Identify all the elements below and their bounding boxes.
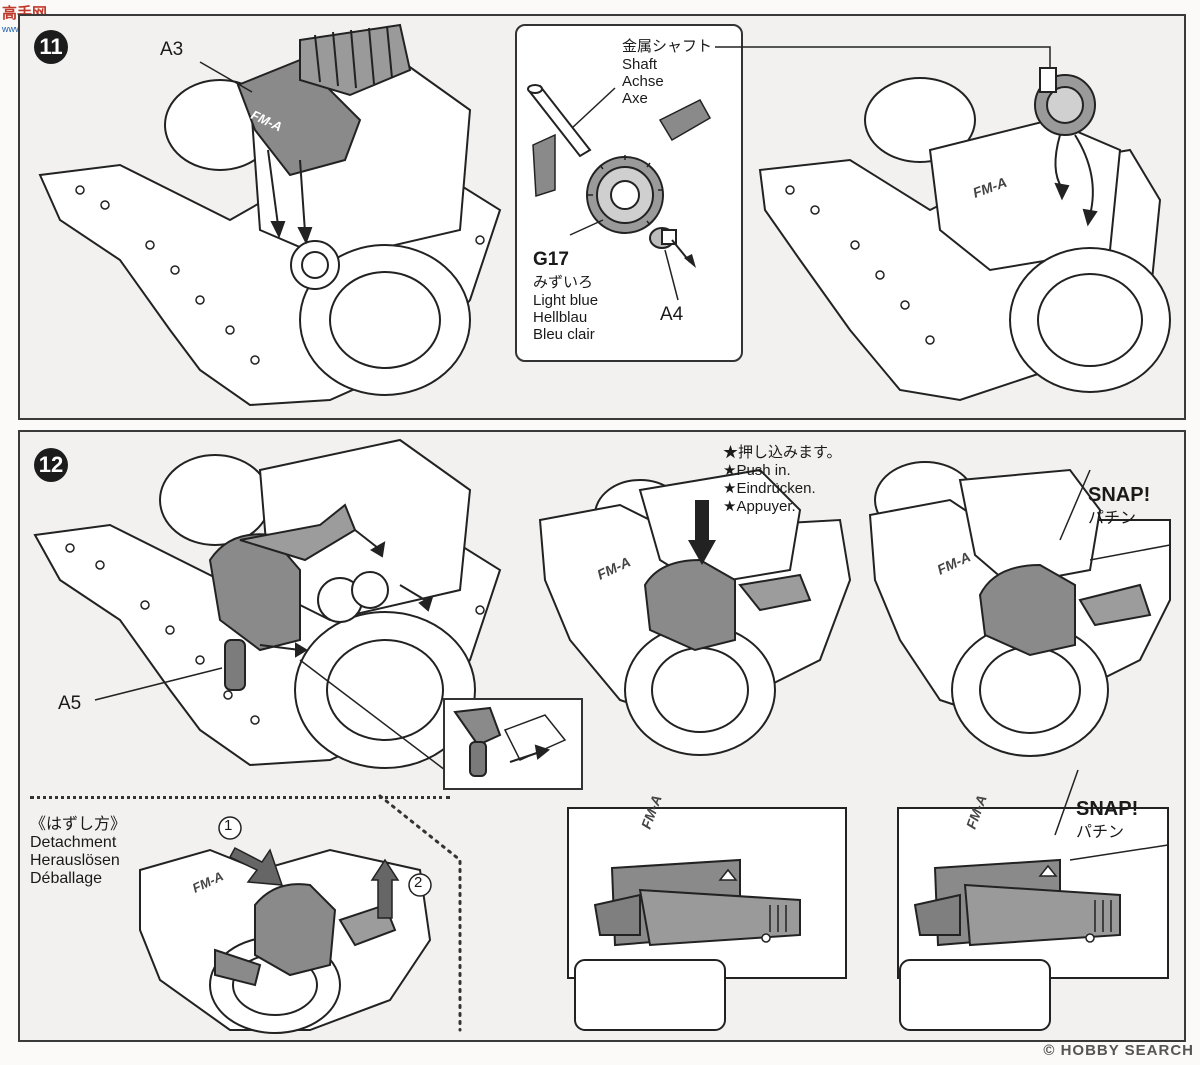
snap-jp-top: パチン: [1088, 510, 1137, 527]
color-label-jp: みずいろ: [533, 274, 594, 291]
part-label-a4: A4: [660, 304, 684, 325]
detail-inset: [443, 698, 583, 790]
watermark-footer: © HOBBY SEARCH: [1043, 1042, 1194, 1059]
detach-label-fr: Déballage: [30, 870, 103, 887]
push-label-en: ★Push in.: [723, 462, 791, 479]
shaft-label-en: Shaft: [622, 56, 658, 73]
step-marker-1: 1: [224, 817, 233, 834]
gear-id-g17: G17: [533, 249, 569, 270]
color-label-fr: Bleu clair: [533, 326, 595, 343]
shaft-label-jp: 金属シャフト: [622, 38, 713, 55]
detach-label-en: Detachment: [30, 834, 117, 851]
color-label-de: Hellblau: [533, 309, 588, 326]
detachment-divider: [30, 796, 450, 1027]
detach-label-jp: 《はずし方》: [30, 816, 127, 833]
snap-jp-bottom: パチン: [1076, 824, 1125, 841]
part-label-a5: A5: [58, 693, 82, 714]
snap-label-bottom: SNAP!: [1076, 798, 1139, 820]
shaft-label-de: Achse: [622, 73, 664, 90]
push-label-fr: ★Appuyer.: [723, 498, 796, 515]
push-label-jp: ★押し込みます。: [723, 444, 842, 461]
step-12-badge: 12: [34, 448, 68, 482]
step-11-badge: 11: [34, 30, 68, 64]
snap-label-top: SNAP!: [1088, 484, 1151, 506]
detach-label-de: Herauslösen: [30, 852, 120, 869]
shaft-label-fr: Axe: [622, 90, 648, 107]
color-label-en: Light blue: [533, 292, 599, 309]
part-label-a3: A3: [160, 39, 184, 60]
push-label-de: ★Eindrücken.: [723, 480, 816, 497]
step-marker-2: 2: [414, 874, 423, 891]
